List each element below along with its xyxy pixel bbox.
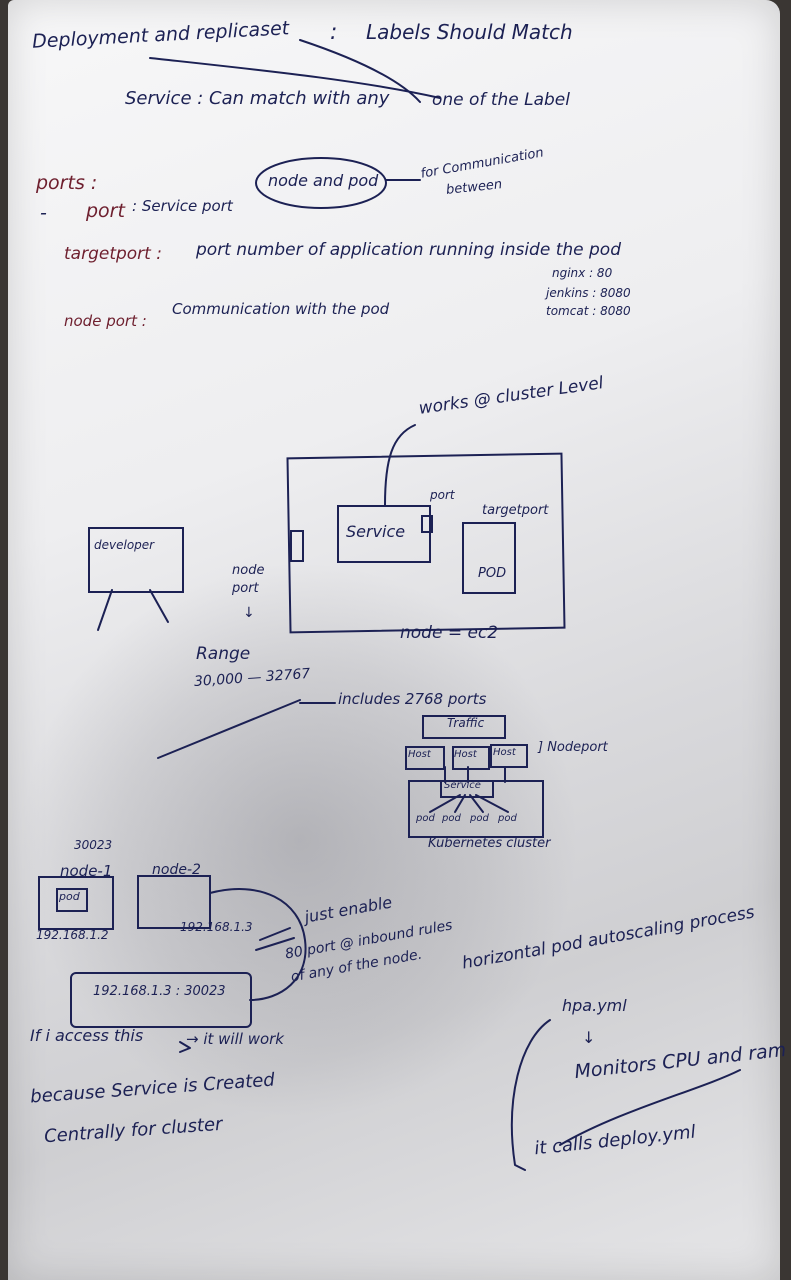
node1-box [38, 876, 114, 930]
hpa-loop-left [510, 1019, 551, 1171]
pod-box [462, 522, 516, 594]
node-and-pod-bubble [255, 157, 387, 209]
service-match-text: Service : Can match with any [125, 88, 390, 109]
nginx-port: nginx : 80 [552, 266, 613, 280]
host-box-3 [490, 744, 528, 768]
pod-2: pod [442, 813, 461, 824]
nodeport-desc: Communication with the pod [172, 300, 390, 318]
targetport-desc: port number of application running insid… [196, 240, 621, 260]
host-box-1 [405, 746, 445, 770]
node2-label: node-2 [152, 862, 201, 878]
if-i-access-this: If i access this [30, 1026, 144, 1045]
node2-loop [209, 888, 307, 1001]
port-30023-label: 30023 [74, 838, 113, 852]
pod-4: pod [498, 813, 517, 824]
service-box-2 [440, 780, 494, 798]
hpa-file: hpa.yml [562, 996, 627, 1015]
node-ec2-caption: node = ec2 [400, 623, 499, 643]
targetport-label: targetport : [64, 244, 162, 264]
port-dash: - [40, 202, 47, 224]
nodeport-marker [290, 530, 304, 562]
ip-access-box [70, 972, 252, 1028]
ip-node2: 192.168.1.3 [180, 920, 253, 934]
targetport-marker-label: targetport [482, 503, 549, 518]
ip-access-text: 192.168.1.3 : 30023 [93, 984, 226, 999]
developer-easel [88, 527, 184, 593]
hpa-loop-right [559, 1069, 741, 1146]
ip-node1: 192.168.1.2 [36, 928, 109, 942]
link-curve-2 [299, 39, 421, 103]
jenkins-port: jenkins : 8080 [546, 286, 631, 300]
traffic-label: Traffic [447, 716, 485, 730]
node2-box [137, 875, 211, 929]
range-label: Range [196, 644, 251, 664]
it-will-work: → it will work [186, 1030, 284, 1048]
nodeport-label: node port : [64, 312, 147, 330]
easel-leg-right [149, 589, 169, 623]
nodeport-bracket: ] Nodeport [538, 740, 608, 755]
pod-label: POD [478, 566, 507, 581]
range-arrow-line [157, 699, 301, 759]
easel-leg-left [97, 589, 113, 631]
service-label-2: Service [444, 780, 481, 791]
colon: : [330, 20, 338, 45]
service-port-label: port [430, 488, 455, 502]
pod-1: pod [416, 813, 435, 824]
labels-should-match: Labels Should Match [366, 20, 573, 44]
traffic-box [422, 715, 506, 739]
hpa-arrow: ↓ [582, 1028, 596, 1047]
kubernetes-cluster-label: Kubernetes cluster [428, 836, 551, 851]
node1-label: node-1 [60, 862, 113, 880]
host-box-2 [452, 746, 490, 770]
tomcat-port: tomcat : 8080 [546, 304, 631, 318]
service-label: Service [346, 522, 406, 541]
node-port-arrow: ↓ [243, 605, 255, 621]
node-and-pod-text: node and pod [268, 171, 379, 190]
node1-pod-box [56, 888, 88, 912]
host-label-3: Host [493, 747, 516, 758]
includes-ports: includes 2768 ports [338, 690, 487, 708]
notebook-page [8, 0, 780, 1280]
pod-3: pod [470, 813, 489, 824]
port-desc: : Service port [132, 197, 233, 215]
node-port-label: node port [232, 563, 265, 596]
ports-heading: ports : [36, 172, 98, 194]
port-label: port [86, 200, 125, 222]
cluster-level-connector [384, 424, 416, 506]
service-box [337, 505, 431, 563]
one-of-the-label: one of the Label [432, 90, 570, 110]
host-label-2: Host [454, 749, 477, 760]
node1-pod-label: pod [59, 890, 80, 903]
developer-label: developer [94, 538, 155, 552]
service-port-marker [421, 515, 433, 533]
host-label-1: Host [408, 749, 431, 760]
